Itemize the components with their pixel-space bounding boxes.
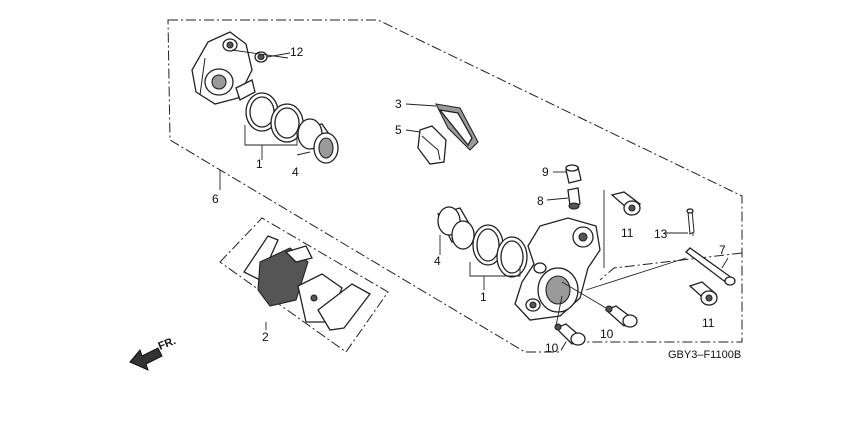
leader-lines: [219, 49, 729, 330]
piston-icon: [297, 118, 339, 164]
lower-seal-icon: [472, 224, 528, 278]
piston-seal-icon: [245, 92, 304, 143]
callout-1-upper: 1: [256, 157, 263, 171]
pad-spring-icon: [435, 103, 479, 151]
callout-2: 2: [262, 330, 269, 344]
bracket-nut-icon: [254, 51, 268, 63]
caliper-bracket-icon: [191, 31, 256, 105]
callout-4-lower: 4: [434, 254, 441, 268]
bleed-valve-icon: [567, 187, 581, 210]
direction-label: FR.: [157, 335, 178, 353]
pad-pin-bolt-icon: [604, 305, 638, 328]
brake-pad-icon: [243, 235, 371, 331]
mounting-bolt-icon-2: [688, 281, 718, 306]
mounting-bolt-icon: [610, 191, 641, 216]
callout-13: 13: [654, 227, 668, 241]
callout-1-lower: 1: [480, 290, 487, 304]
lower-piston-icon: [437, 206, 475, 250]
callout-10-right: 10: [600, 327, 614, 341]
fr-arrow-icon: FR.: [129, 335, 178, 371]
bleed-cap-icon: [565, 164, 582, 184]
callout-10-left: 10: [545, 341, 559, 355]
assembly-outline: [167, 19, 743, 353]
callout-11-upper: 11: [621, 226, 634, 240]
callout-8: 8: [537, 194, 544, 208]
pad-pin-bolt-icon-2: [554, 323, 586, 346]
callout-3: 3: [395, 97, 402, 111]
pad-group-outline: [219, 217, 389, 353]
callout-7: 7: [719, 243, 726, 257]
callout-11-lower: 11: [702, 316, 715, 330]
callout-12: 12: [290, 45, 304, 59]
callout-4-upper: 4: [292, 165, 299, 179]
callout-9: 9: [542, 165, 549, 179]
callout-6: 6: [212, 192, 219, 206]
caliper-body-icon: [514, 217, 601, 321]
callout-5: 5: [395, 123, 402, 137]
pad-retainer-icon: [417, 125, 447, 165]
diagram-code: GBY3–F1100B: [668, 349, 741, 361]
cotter-pin-icon: [686, 208, 695, 235]
pin-bolt-icon: [685, 247, 736, 286]
